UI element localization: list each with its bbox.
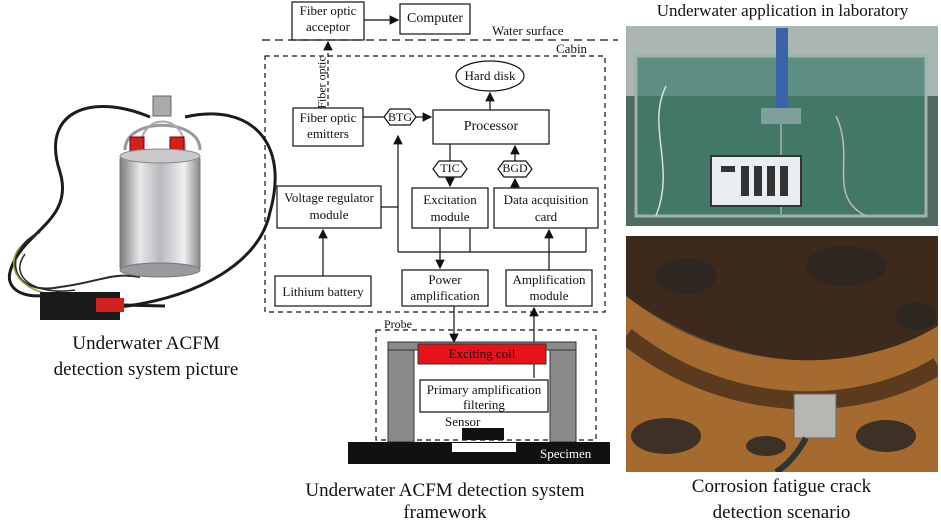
processor-box <box>432 109 550 145</box>
water-surface-label: Water surface <box>492 23 564 38</box>
device-photo <box>7 95 277 320</box>
data-acquisition-label: Data acquisition card <box>503 192 589 224</box>
cabin-box <box>264 55 606 313</box>
amplification-module-label: Amplification module <box>512 272 586 303</box>
right-caption-line1: Corrosion fatigue crack <box>691 476 872 497</box>
framework-diagram <box>262 1 618 464</box>
primary-amplification-label: Primary amplification filtering <box>426 382 542 412</box>
power-amplification-label: Power amplification <box>410 272 480 303</box>
fiber-optic-emitters-label: Fiber optic emitters <box>299 110 357 141</box>
lithium-battery-label: Lithium battery <box>282 284 364 299</box>
cable <box>7 104 151 298</box>
primary-amplification-box <box>419 379 549 413</box>
voltage-regulator-label: Voltage regulator module <box>284 190 374 222</box>
hard-disk-label: Hard disk <box>464 68 516 83</box>
fiber-optic-emitters-box <box>292 107 364 147</box>
bgd-label: BGD <box>502 161 528 175</box>
fiber-optic-acceptor-label: Fiber optic acceptor <box>299 3 357 34</box>
corrosion-photo <box>626 236 938 472</box>
middle-caption-line1: Underwater ACFM detection system <box>305 480 585 501</box>
computer-box <box>399 3 471 35</box>
sensor-block <box>462 428 504 440</box>
right-caption-line2: detection scenario <box>712 502 851 523</box>
middle-caption-line2: framework <box>403 502 487 523</box>
processor-label: Processor <box>463 119 519 134</box>
hard-disk-ellipse <box>455 60 525 92</box>
left-caption-line1: Underwater ACFM <box>72 333 220 354</box>
exciting-coil-label: Exciting coil <box>448 346 516 361</box>
excitation-module-box <box>411 187 489 229</box>
specimen-bar <box>348 442 610 464</box>
defect-label: Defect <box>464 451 499 466</box>
power-amplification-box <box>401 269 489 307</box>
defect-gap <box>452 443 516 452</box>
excitation-module-label: Excitation module <box>423 192 477 224</box>
lab-photo <box>626 26 938 226</box>
left-caption-line2: detection system picture <box>53 359 239 380</box>
probe-box <box>375 329 597 441</box>
tic-label: TIC <box>440 161 460 175</box>
probe-label: Probe <box>384 317 412 331</box>
specimen-label: Specimen <box>540 446 592 461</box>
tic-hexagon <box>432 160 468 178</box>
right-top-title: Underwater application in laboratory <box>656 1 909 20</box>
cabin-label: Cabin <box>556 41 588 56</box>
exciting-coil-box <box>417 343 547 365</box>
cable <box>119 112 277 309</box>
data-acquisition-box <box>493 187 599 229</box>
sensor-label: Sensor <box>445 414 481 429</box>
bgd-hexagon <box>497 160 533 178</box>
btg-label: BTG <box>388 110 412 124</box>
computer-label: Computer <box>407 11 463 26</box>
